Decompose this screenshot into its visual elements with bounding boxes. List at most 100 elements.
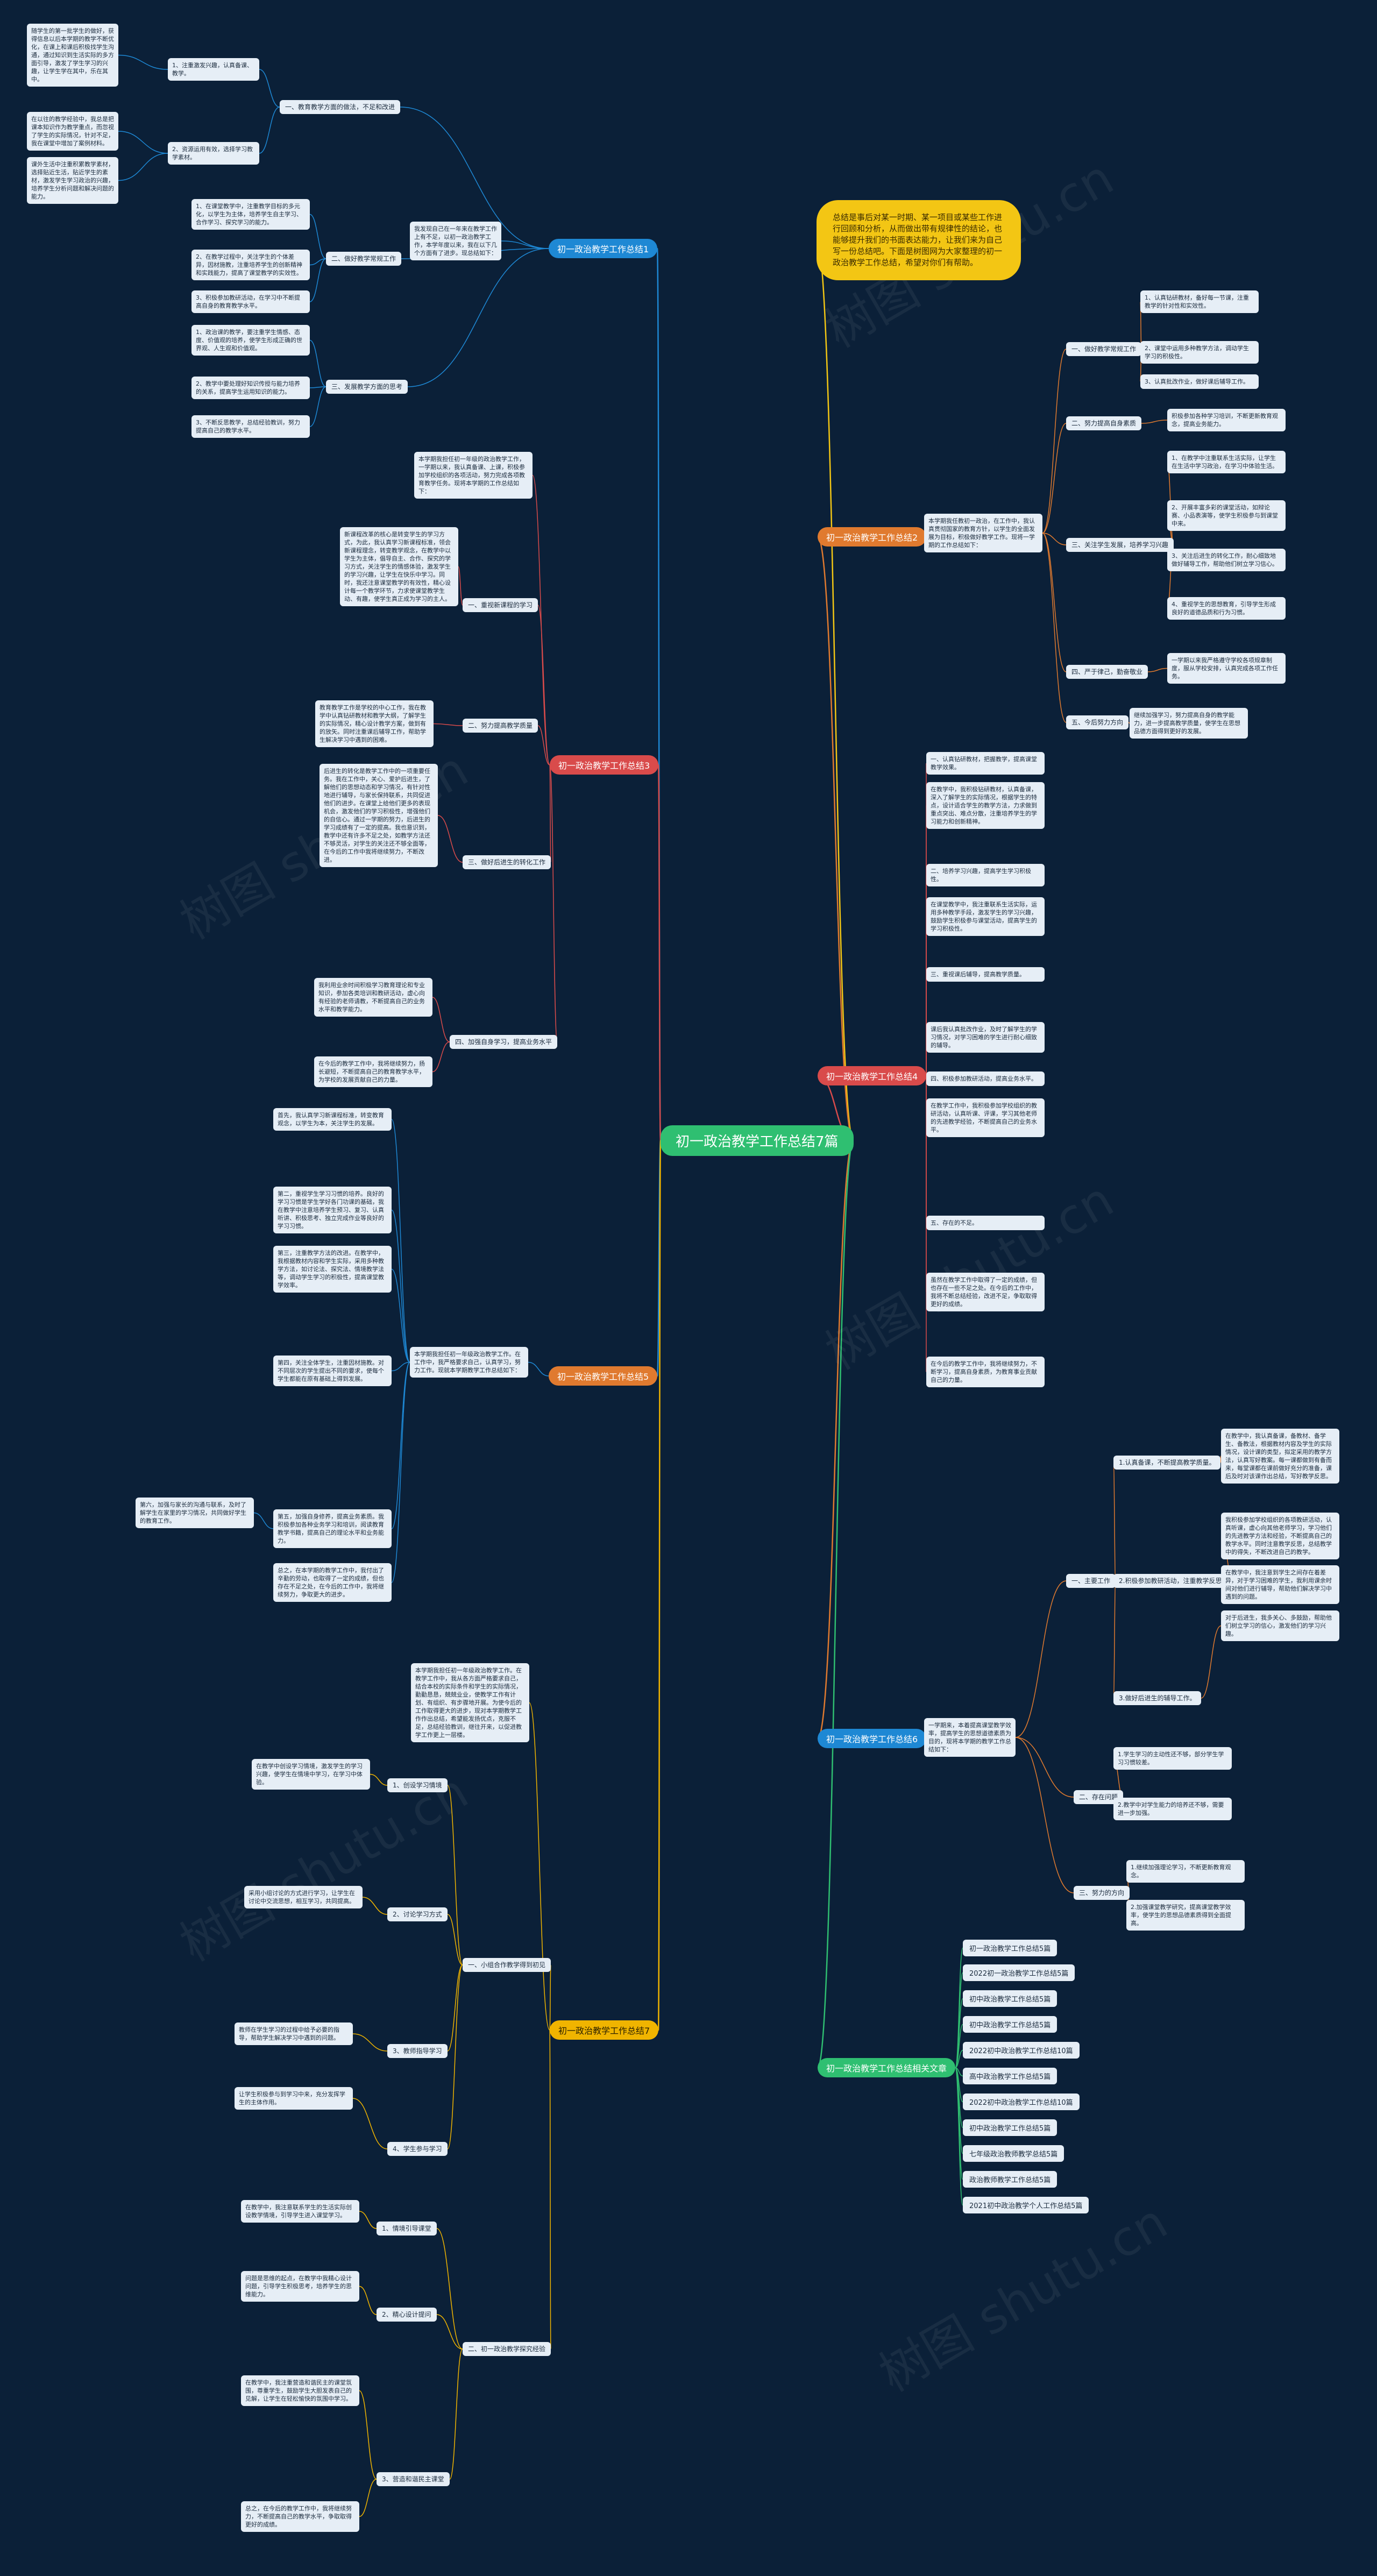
connector-line	[436, 2228, 463, 2350]
branch-7-item: 2、精心设计提问	[377, 2308, 437, 2322]
branch-7-note: 总之，在今后的教学工作中，我将继续努力，不断提高自己的教学水平，争取取得更好的成…	[241, 2501, 359, 2532]
branch-7-note: 在教学中，我注重营造和谐民主的课堂氛围，尊重学生，鼓励学生大胆发表自己的见解，让…	[241, 2375, 359, 2406]
branch-7-note: 在教学中，我注意联系学生的生活实际创设教学情境，引导学生进入课堂学习。	[241, 2200, 359, 2223]
connector-line	[118, 131, 168, 154]
branch-2-item: 1、在教学中注重联系生活实际，让学生在生活中学习政治，在学习中体验生活。	[1167, 451, 1286, 473]
related-article-link[interactable]: 政治教师教学工作总结5篇	[963, 2171, 1057, 2188]
branch-6-item: 1.学生学习的主动性还不够，部分学生学习习惯较差。	[1113, 1747, 1232, 1770]
branch-7-note: 让学生积极参与到学习中来，充分发挥学生的主体作用。	[235, 2087, 353, 2110]
branch-2-intro: 本学期我任教初一政治，在工作中，我认真贯彻国家的教育方针，以学生的全面发展为目标…	[924, 514, 1042, 552]
related-article-link[interactable]: 2022初一政治教学工作总结5篇	[963, 1964, 1075, 1981]
related-article-link[interactable]: 2022初中政治教学工作总结10篇	[963, 2094, 1080, 2110]
branch-4-item: 在今后的教学工作中，我将继续努力，不断学习，提高自身素质，为教育事业贡献自己的力…	[926, 1357, 1045, 1387]
branch-3-sub-4[interactable]: 四、加强自身学习，提高业务水平	[450, 1035, 558, 1049]
branch-7-note: 教师在学生学习的过程中给予必要的指导，帮助学生解决学习中遇到的问题。	[235, 2023, 353, 2045]
connector-line	[391, 1119, 410, 1363]
branch-7-sub-1[interactable]: 一、小组合作教学得到初见	[463, 1958, 551, 1972]
connector-line	[955, 1947, 963, 2068]
branch-7-sub-2[interactable]: 二、初一政治教学探究经验	[463, 2342, 551, 2356]
connector-line	[1201, 1625, 1222, 1699]
connector-line	[352, 2098, 388, 2149]
branch-2-sub-1[interactable]: 一、做好教学常规工作	[1066, 342, 1142, 356]
branch-6-item: 3.做好后进生的辅导工作。	[1113, 1691, 1202, 1705]
branch-3-sub-3[interactable]: 三、做好后进生的转化工作	[463, 855, 551, 869]
branch-1-item: 1、政治课的教学，要注重学生情感、态度、价值观的培养，使学生形成正确的世界观、人…	[191, 325, 310, 356]
connector-line	[359, 2479, 377, 2517]
connector-line	[458, 566, 463, 606]
connector-line	[1042, 533, 1067, 723]
branch-7-item: 3、营造和谐民主课堂	[377, 2472, 450, 2486]
branch-3-sub-2[interactable]: 二、努力提高教学质量	[463, 719, 538, 733]
connector-line	[955, 2024, 963, 2068]
branch-summary-3[interactable]: 初一政治教学工作总结3	[550, 755, 659, 775]
branch-2-sub-2[interactable]: 二、努力提高自身素质	[1066, 416, 1142, 430]
connector-line	[359, 2286, 377, 2315]
connector-line	[309, 339, 326, 387]
related-article-link[interactable]: 2021初中政治教学个人工作总结5篇	[963, 2197, 1089, 2213]
connector-line	[449, 2348, 463, 2480]
branch-1-item: 1、注重激发兴趣，认真备课、教学。	[168, 58, 259, 81]
branch-1-note: 课外生活中注重积累教学素材，选择贴近生活，贴近学生的素材，激发学生学习政治的兴趣…	[27, 157, 118, 204]
branch-6-note: 对于后进生，我多关心、多鼓励，帮助他们树立学习的信心，激发他们的学习兴趣。	[1221, 1610, 1339, 1641]
connector-line	[549, 764, 551, 863]
connector-line	[537, 605, 550, 765]
related-article-link[interactable]: 七年级政治教师教学总结5篇	[963, 2145, 1064, 2162]
branch-6-intro: 一学期来，本着提高课堂教学效率，提高学生的思想道德素质为目的，现将本学期的教学工…	[924, 1718, 1016, 1757]
connector-line	[447, 1914, 463, 1965]
branch-3-text: 新课程改革的核心是转变学生的学习方式，为此，我认真学习新课程标准，领会新课程理念…	[340, 527, 458, 606]
connector-line	[955, 1972, 963, 2068]
branch-2-sub-3[interactable]: 三、关注学生发展，培养学习兴趣	[1066, 538, 1174, 552]
connector-line	[309, 258, 326, 266]
connector-line	[407, 248, 549, 387]
related-article-link[interactable]: 初一政治教学工作总结5篇	[963, 1940, 1057, 1956]
branch-1-item: 3、不断反思教学，总结经验教训，努力提高自己的教学水平。	[191, 415, 310, 438]
connector-line	[118, 153, 168, 181]
branch-7-intro: 本学期我担任初一年级政治教学工作。在教学工作中，我从各方面严格要求自己，结合本校…	[411, 1663, 529, 1742]
branch-3-text: 我利用业余时间积极学习教育理论和专业知识，参加各类培训和教研活动，虚心向有经验的…	[314, 978, 432, 1017]
related-article-link[interactable]: 初中政治教学工作总结5篇	[963, 2119, 1057, 2136]
connector-line	[537, 725, 550, 765]
connector-line	[391, 1361, 410, 1583]
related-article-link[interactable]: 高中政治教学工作总结5篇	[963, 2068, 1057, 2084]
branch-7-note: 问题是思维的起点，在教学中我精心设计问题，引导学生积极思考，培养学生的思维能力。	[241, 2271, 359, 2302]
branch-3-sub-1[interactable]: 一、重视新课程的学习	[463, 598, 538, 612]
branch-1-sub-1[interactable]: 一、教育教学方面的做法，不足和改进	[280, 100, 401, 114]
connector-line	[391, 1361, 410, 1529]
branch-4-item: 在课堂教学中，我注重联系生活实际，运用多种教学手段，激发学生的学习兴趣，鼓励学生…	[926, 897, 1045, 936]
branch-5-item: 第三，注重教学方法的改进。在教学中，我根据教材内容和学生实际，采用多种教学方法，…	[273, 1246, 392, 1293]
branch-summary-6[interactable]: 初一政治教学工作总结6	[818, 1729, 927, 1748]
branch-7-item: 3、教师指导学习	[387, 2044, 448, 2058]
root-topic[interactable]: 初一政治教学工作总结7篇	[661, 1125, 854, 1156]
related-article-link[interactable]: 初中政治教学工作总结5篇	[963, 1990, 1057, 2007]
related-article-link[interactable]: 初中政治教学工作总结5篇	[963, 2016, 1057, 2033]
branch-6-note: 在教学中，我注意到学生之间存在着差异，对于学习困难的学生，我利用课余时间对他们进…	[1221, 1565, 1339, 1604]
branch-6-sub-1[interactable]: 一、主要工作	[1066, 1574, 1116, 1588]
connector-line	[657, 1140, 662, 2031]
connector-line	[259, 107, 280, 154]
branch-4-item: 一、认真钻研教材，把握教学，提高课堂教学效果。	[926, 752, 1045, 775]
branch-2-text: 一学期以来我严格遵守学校各项规章制度，服从学校安排，认真完成各项工作任务。	[1167, 653, 1286, 684]
branch-2-sub-4[interactable]: 四、严于律己，勤奋敬业	[1066, 665, 1148, 679]
connector-line	[253, 1512, 274, 1529]
branch-1-sub-3[interactable]: 三、发展教学方面的思考	[326, 380, 408, 394]
branch-4-item: 课后我认真批改作业，及时了解学生的学习情况，对学习困难的学生进行耐心细致的辅导。	[926, 1022, 1045, 1053]
intro-bubble: 总结是事后对某一时期、某一项目或某些工作进行回顾和分析，从而做出带有规律性的结论…	[817, 200, 1021, 280]
related-article-link[interactable]: 2022初中政治教学工作总结10篇	[963, 2042, 1080, 2059]
branch-summary-5[interactable]: 初一政治教学工作总结5	[549, 1366, 658, 1386]
branch-summary-2[interactable]: 初一政治教学工作总结2	[818, 527, 927, 547]
connector-line	[1042, 349, 1067, 534]
branch-related-articles[interactable]: 初一政治教学工作总结相关文章	[818, 2058, 956, 2077]
branch-summary-4[interactable]: 初一政治教学工作总结4	[818, 1066, 927, 1085]
branch-summary-7[interactable]: 初一政治教学工作总结7	[550, 2020, 659, 2040]
branch-2-sub-5[interactable]: 五、今后努力方向	[1066, 715, 1129, 729]
connector-line	[1042, 533, 1067, 545]
connector-line	[955, 2067, 963, 2206]
watermark: 树图 shutu.cn	[870, 2193, 1177, 2403]
connector-line	[549, 2029, 551, 2350]
branch-6-sub-3[interactable]: 三、努力的方向	[1074, 1886, 1130, 1900]
connector-line	[955, 2067, 963, 2154]
branch-summary-1[interactable]: 初一政治教学工作总结1	[549, 239, 658, 258]
branch-1-sub-2[interactable]: 二、做好教学常规工作	[326, 252, 402, 266]
branch-1-item: 2、资源运用有效，选择学习教学素材。	[168, 142, 259, 165]
connector-line	[391, 1361, 410, 1372]
